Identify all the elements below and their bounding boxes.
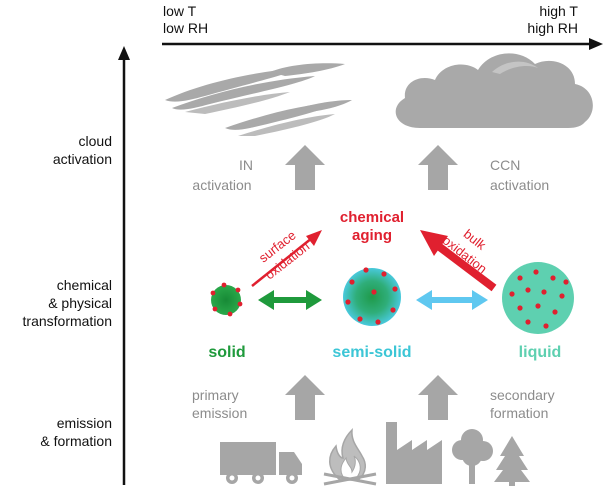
chemical-aging-title-2: aging	[352, 227, 392, 244]
secondary-formation-arrow-icon	[418, 375, 458, 420]
secondary-label-2: formation	[490, 405, 548, 421]
level-emis-2: & formation	[40, 433, 112, 449]
cirrus-cloud-icon	[165, 63, 352, 136]
axis-arrowhead-icon	[589, 38, 603, 50]
level-chem-2: & physical	[48, 295, 112, 311]
fire-icon	[323, 428, 377, 486]
surface-oxidation-arrow-icon	[251, 230, 322, 287]
in-label-1: IN	[239, 157, 253, 173]
in-activation-arrow-icon	[285, 145, 325, 190]
bulk-oxidation-arrow-icon	[420, 230, 497, 292]
axis-left-label-1: low T	[163, 3, 197, 19]
temperature-rh-axis	[162, 38, 603, 50]
primary-label-1: primary	[192, 387, 239, 403]
process-axis	[118, 46, 130, 485]
axis-right-label-1: high T	[539, 3, 578, 19]
primary-emission-arrow-icon	[285, 375, 325, 420]
truck-icon	[220, 442, 302, 484]
solid-particle-icon	[210, 282, 243, 317]
cumulus-cloud-icon	[395, 53, 593, 128]
phase-solid-label: solid	[208, 344, 245, 361]
liquid-particle-icon	[502, 262, 574, 334]
ccn-label-2: activation	[490, 177, 549, 193]
level-cloud-2: activation	[53, 151, 112, 167]
level-chem-1: chemical	[57, 277, 112, 293]
phase-liquid-label: liquid	[519, 344, 562, 361]
phase-semi-solid-label: semi-solid	[332, 344, 411, 361]
level-cloud-1: cloud	[79, 133, 112, 149]
level-chem-3: transformation	[23, 313, 112, 329]
secondary-label-1: secondary	[490, 387, 555, 403]
ccn-activation-arrow-icon	[418, 145, 458, 190]
primary-label-2: emission	[192, 405, 247, 421]
trees-icon	[452, 429, 530, 486]
solid-semisolid-arrow-icon	[258, 290, 322, 310]
chemical-aging-title-1: chemical	[340, 209, 404, 226]
in-label-2: activation	[192, 177, 251, 193]
vertical-arrowhead-icon	[118, 46, 130, 60]
ccn-label-1: CCN	[490, 157, 520, 173]
factory-icon	[386, 422, 442, 484]
semi-solid-particle-icon	[343, 267, 401, 326]
axis-left-label-2: low RH	[163, 20, 208, 36]
axis-right-label-2: high RH	[527, 20, 578, 36]
semisolid-liquid-arrow-icon	[416, 290, 488, 310]
level-emis-1: emission	[57, 415, 112, 431]
